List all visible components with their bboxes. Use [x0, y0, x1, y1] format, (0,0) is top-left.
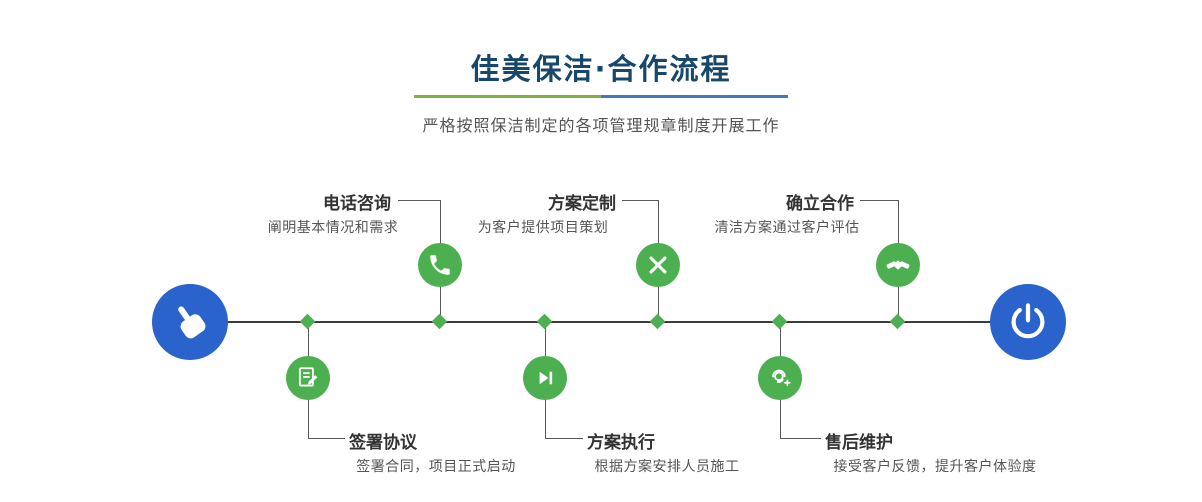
pointer-hand-icon: [178, 306, 206, 339]
step-title-execute: 方案执行: [587, 433, 655, 453]
label-stub-plan: [622, 200, 658, 201]
junction-diamond: [299, 313, 316, 330]
step-desc-aftersale: 接受客户反馈，提升客户体验度: [833, 459, 1037, 475]
pencil-ruler-icon: [649, 256, 667, 274]
page-title: 佳美保洁·合作流程: [470, 52, 732, 86]
label-stub-aftersale: [780, 438, 821, 439]
step-desc-cooperate: 清洁方案通过客户评估: [714, 220, 860, 236]
phone-icon: [430, 255, 450, 275]
step-title-cooperate: 确立合作: [786, 194, 854, 214]
page-subtitle: 严格按照保洁制定的各项管理规章制度开展工作: [422, 116, 780, 135]
divider-blue-segment: [601, 95, 788, 98]
step-title-phone: 电话咨询: [323, 194, 391, 214]
headset-icon: [772, 369, 791, 387]
step-node-phone: [418, 243, 462, 287]
step-desc-sign: 签署合同，项目正式启动: [356, 459, 516, 475]
junction-diamond: [771, 313, 788, 330]
step-node-aftersale: [758, 356, 802, 400]
divider-green-segment: [414, 95, 601, 98]
step-desc-plan: 为客户提供项目策划: [477, 220, 609, 236]
play-icon: [539, 371, 553, 385]
handshake-icon: [886, 260, 910, 270]
junction-diamond: [649, 313, 666, 330]
label-stub-execute: [545, 438, 583, 439]
step-title-aftersale: 售后维护: [825, 433, 893, 453]
title-divider: [414, 95, 788, 98]
timeline-start-node: [152, 284, 228, 360]
junction-diamond: [889, 313, 906, 330]
junction-diamond: [431, 313, 448, 330]
step-node-cooperate: [876, 243, 920, 287]
timeline-end-node: [990, 284, 1066, 360]
power-icon: [1011, 303, 1045, 339]
step-desc-phone: 阐明基本情况和需求: [267, 220, 399, 236]
step-desc-execute: 根据方案安排人员施工: [594, 459, 740, 475]
timeline-axis: [190, 321, 1030, 323]
step-node-plan: [636, 243, 680, 287]
document-sign-icon: [298, 367, 318, 387]
label-stub-phone: [398, 200, 440, 201]
label-stub-cooperate: [860, 200, 898, 201]
step-node-sign: [286, 356, 330, 400]
step-title-sign: 签署协议: [349, 433, 417, 453]
junction-diamond: [536, 313, 553, 330]
label-stub-sign: [308, 438, 345, 439]
step-title-plan: 方案定制: [548, 194, 616, 214]
step-node-execute: [523, 356, 567, 400]
